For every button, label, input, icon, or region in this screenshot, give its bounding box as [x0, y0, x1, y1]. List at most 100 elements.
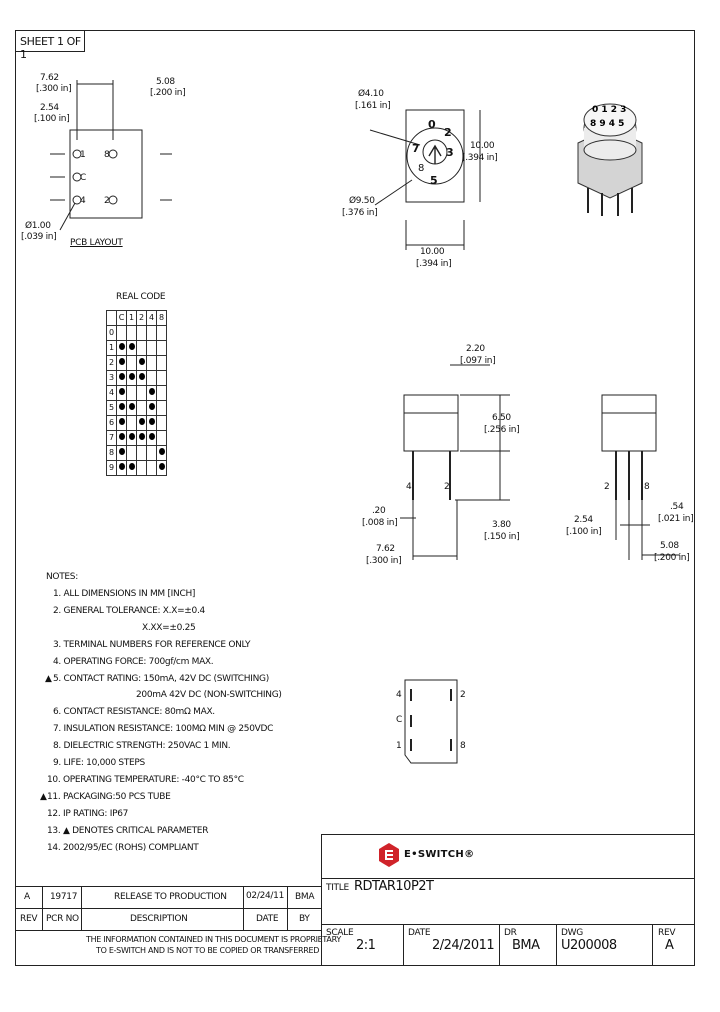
real-code-cell — [136, 430, 147, 446]
isometric-view: 0 1 2 3 8 9 4 5 — [577, 103, 643, 216]
bottom-pin-c: C — [396, 715, 402, 725]
real-code-row-label: 7 — [106, 430, 117, 446]
rev-header-date: DATE — [256, 914, 279, 924]
real-code-cell — [156, 400, 167, 416]
side-pin-4: 4 — [406, 482, 412, 492]
real-code-row: 5 — [106, 400, 167, 416]
real-code-cell — [126, 340, 137, 356]
real-code-cell — [116, 340, 127, 356]
pcb-dim-762-in: [.300 in] — [36, 84, 72, 94]
contact-dot — [158, 463, 165, 470]
real-code-cell — [126, 325, 137, 341]
real-code-title: REAL CODE — [116, 292, 166, 302]
pcb-dim-762: 7.62 — [40, 73, 59, 83]
e-switch-logo-text: E•SWITCH® — [404, 849, 475, 860]
note-1: 1. ALL DIMENSIONS IN MM [INCH] — [53, 589, 196, 599]
real-code-cell — [146, 355, 157, 371]
contact-dot — [148, 433, 155, 440]
real-code-header: 8 — [156, 310, 167, 326]
contact-dot — [118, 433, 125, 440]
drawn-by-value: BMA — [512, 938, 540, 953]
revision-value: A — [665, 938, 674, 953]
pcb-pin-1: 1 — [80, 150, 86, 160]
real-code-cell — [136, 370, 147, 386]
real-code-cell — [136, 415, 147, 431]
pcb-dim-508-in: [.200 in] — [150, 88, 186, 98]
real-code-cell — [136, 325, 147, 341]
side2-pin-8: 8 — [644, 482, 650, 492]
contact-dot — [138, 373, 145, 380]
contact-dot — [138, 418, 145, 425]
pcb-dim-254: 2.54 — [40, 103, 59, 113]
contact-dot — [148, 403, 155, 410]
side-d380: 3.80 — [492, 520, 511, 530]
pcb-dim-508: 5.08 — [156, 77, 175, 87]
sheet-number: SHEET 1 OF 1 — [15, 30, 85, 61]
side2-d508-in: [.200 in] — [654, 553, 690, 563]
contact-dot — [128, 373, 135, 380]
real-code-cell — [116, 430, 127, 446]
real-code-cell — [146, 325, 157, 341]
rev-header-by: BY — [299, 914, 310, 924]
bottom-pin-1: 1 — [396, 741, 402, 751]
top-h1000: 10.00 — [470, 141, 495, 151]
real-code-cell — [136, 385, 147, 401]
contact-dot — [128, 433, 135, 440]
real-code-header: 1 — [126, 310, 137, 326]
real-code-cell — [146, 445, 157, 461]
side2-d254-in: [.100 in] — [566, 527, 602, 537]
real-code-row-label: 4 — [106, 385, 117, 401]
note-3: 3. TERMINAL NUMBERS FOR REFERENCE ONLY — [53, 640, 251, 650]
pcb-pin-2: 2 — [104, 196, 110, 206]
note-10: 10. OPERATING TEMPERATURE: -40°C TO 85°C — [47, 775, 244, 785]
real-code-row: 2 — [106, 355, 167, 371]
side-view-2-drawing — [601, 394, 680, 560]
real-code-cell — [116, 415, 127, 431]
real-code-cell — [146, 400, 157, 416]
dial-digit-2: 2 — [444, 126, 452, 139]
side2-d254: 2.54 — [574, 515, 593, 525]
top-d950: Ø9.50 — [349, 196, 375, 206]
title-label: TITLE — [326, 883, 349, 893]
note-12: 12. IP RATING: IP67 — [47, 809, 129, 819]
date-label: DATE — [408, 928, 431, 938]
real-code-cell — [116, 445, 127, 461]
bottom-view-drawing — [404, 679, 458, 764]
contact-dot — [128, 403, 135, 410]
real-code-row: 0 — [106, 325, 167, 341]
real-code-cell — [126, 400, 137, 416]
real-code-cell — [146, 415, 157, 431]
real-code-cell — [146, 430, 157, 446]
real-code-cell — [126, 430, 137, 446]
real-code-row: 4 — [106, 385, 167, 401]
top-w1000: 10.00 — [420, 247, 445, 257]
contact-dot — [118, 418, 125, 425]
drawn-by-label: DR — [504, 928, 517, 938]
real-code-row: 8 — [106, 445, 167, 461]
rev-row-pcr: 19717 — [50, 892, 78, 902]
real-code-header: 2 — [136, 310, 147, 326]
contact-dot — [118, 358, 125, 365]
real-code-row: 1 — [106, 340, 167, 356]
real-code-cell — [146, 385, 157, 401]
critical-marker-5: ▲ — [45, 674, 52, 684]
side-d762: 7.62 — [376, 544, 395, 554]
real-code-cell — [136, 460, 147, 476]
dial-digit-8: 8 — [418, 163, 425, 174]
pcb-layout-drawing — [50, 80, 172, 231]
top-w1000-in: [.394 in] — [416, 259, 452, 269]
critical-marker-11: ▲ — [40, 792, 47, 802]
real-code-row-label: 9 — [106, 460, 117, 476]
scale-label: SCALE — [326, 928, 354, 938]
side2-d054: .54 — [670, 502, 684, 512]
side-view-drawing — [400, 364, 510, 560]
contact-dot — [148, 418, 155, 425]
rev-row-desc: RELEASE TO PRODUCTION — [114, 892, 227, 902]
real-code-header: 4 — [146, 310, 157, 326]
real-code-cell — [156, 460, 167, 476]
real-code-cell — [126, 385, 137, 401]
side2-pin-2: 2 — [604, 482, 610, 492]
side-d380-in: [.150 in] — [484, 532, 520, 542]
notes-title: NOTES: — [46, 572, 78, 582]
